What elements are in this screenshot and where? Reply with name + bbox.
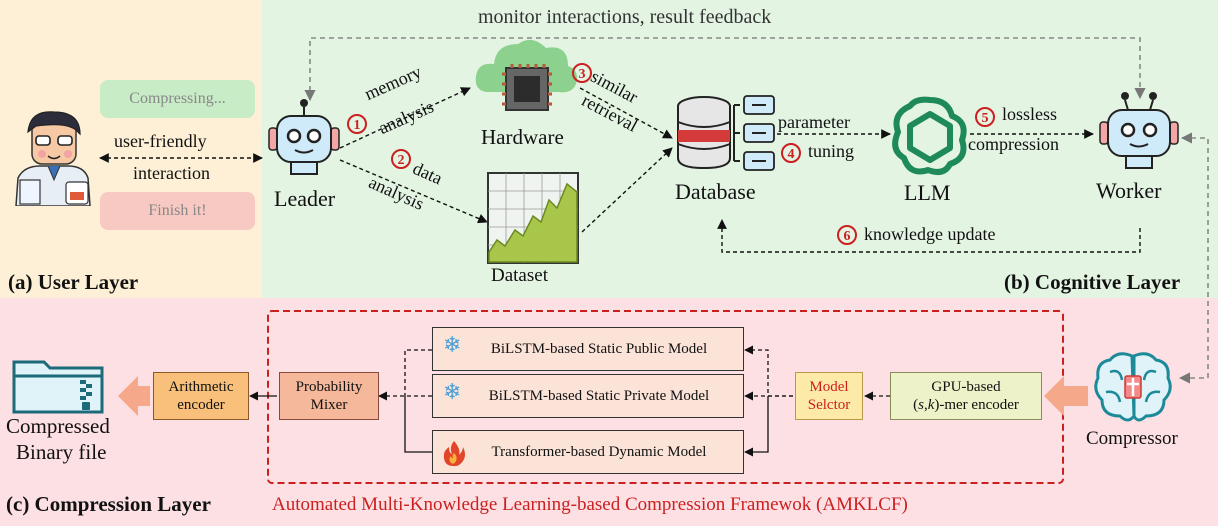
leader-to-hardware-arrow xyxy=(339,87,471,149)
dataset-to-database-arrow xyxy=(581,147,673,233)
user-person-icon xyxy=(15,111,91,206)
llm-label: LLM xyxy=(904,180,951,205)
compressor-brain-icon xyxy=(1094,352,1172,422)
compressor-label: Compressor xyxy=(1086,428,1178,449)
step3-badge: 3 xyxy=(572,63,592,83)
gpu-kmer-encoder: GPU-based (s,k)-mer encoder xyxy=(890,372,1042,420)
leader-to-dataset-arrow xyxy=(339,159,488,224)
mixer-text-2: Mixer xyxy=(310,397,348,413)
cognitive-layer-title: (b) Cognitive Layer xyxy=(1004,270,1181,294)
database-label: Database xyxy=(675,179,756,204)
leader-robot-icon xyxy=(268,99,340,175)
step2-num: 2 xyxy=(398,153,405,168)
public-to-mixer-arrow xyxy=(404,349,432,396)
model-selector: Model Selctor xyxy=(795,372,863,420)
probability-mixer: Probability Mixer xyxy=(279,372,379,420)
worker-label: Worker xyxy=(1096,178,1162,203)
step5-badge: 5 xyxy=(975,107,995,127)
model-public-text: BiLSTM-based Static Public Model xyxy=(490,341,708,357)
mixer-text-1: Probability xyxy=(295,379,363,395)
step4-badge: 4 xyxy=(781,143,801,163)
selector-text-1: Model xyxy=(809,379,849,395)
output-label-1: Compressed xyxy=(6,414,110,438)
snowflake-icon: ❄ xyxy=(443,379,462,404)
bubble-compressing: Compressing... xyxy=(100,80,255,118)
dynamic-to-mixer-arrow xyxy=(404,396,432,453)
model-dynamic-text: Transformer-based Dynamic Model xyxy=(491,444,707,460)
model-static-private: ❄ BiLSTM-based Static Private Model xyxy=(432,374,744,418)
step4-num: 4 xyxy=(788,147,795,162)
step5-text-2: compression xyxy=(968,134,1059,154)
dataset-label: Dataset xyxy=(491,265,548,286)
bubble-finish-text: Finish it! xyxy=(148,202,207,219)
step5-text-1: lossless xyxy=(1002,104,1058,124)
arith-to-file-arrow xyxy=(118,376,150,416)
selector-to-dynamic-arrow xyxy=(744,396,769,457)
model-static-public: ❄ BiLSTM-based Static Public Model xyxy=(432,327,744,371)
feedback-label: monitor interactions, result feedback xyxy=(478,6,772,28)
model-private-text: BiLSTM-based Static Private Model xyxy=(488,388,710,404)
llm-icon xyxy=(892,96,967,175)
encoder-text-1: GPU-based xyxy=(931,379,1001,395)
step2-badge: 2 xyxy=(391,149,411,169)
bubble-finish: Finish it! xyxy=(100,192,255,230)
step6-badge: 6 xyxy=(837,225,857,245)
arith-text-1: Arithmetic xyxy=(168,379,234,395)
feedback-arrow xyxy=(304,37,1146,102)
interaction-label-2: interaction xyxy=(133,163,210,183)
step4-text-1: parameter xyxy=(778,112,850,132)
bubble-compressing-text: Compressing... xyxy=(129,90,226,107)
arith-text-2: encoder xyxy=(177,397,225,413)
encoder-text-2: (s,k)-mer encoder xyxy=(913,397,1019,413)
step6-num: 6 xyxy=(844,229,851,244)
hardware-label: Hardware xyxy=(481,125,564,149)
hardware-chip-icon xyxy=(475,39,577,111)
framework-name: Automated Multi-Knowledge Learning-based… xyxy=(272,494,908,515)
binary-file-icon xyxy=(12,360,104,414)
selector-to-public-arrow xyxy=(744,345,793,397)
model-dynamic: Transformer-based Dynamic Model xyxy=(432,430,744,474)
hardware-to-database-arrow xyxy=(579,87,673,139)
step1-num: 1 xyxy=(354,118,361,133)
worker-compressor-arrow xyxy=(1178,132,1209,384)
snowflake-icon: ❄ xyxy=(443,332,462,357)
worker-robot-icon xyxy=(1099,92,1179,169)
step5-num: 5 xyxy=(982,111,989,126)
database-icon xyxy=(677,95,775,171)
interaction-label-1: user-friendly xyxy=(114,131,207,151)
step1-badge: 1 xyxy=(347,114,367,134)
cognitive-layer-panel xyxy=(262,0,1218,298)
step4-text-2: tuning xyxy=(808,141,855,161)
compressor-to-encoder-arrow xyxy=(1044,376,1088,416)
flame-icon xyxy=(441,439,467,472)
knowledge-update-arrow xyxy=(717,219,1141,253)
step6-text: knowledge update xyxy=(864,224,996,244)
selector-text-2: Selctor xyxy=(807,397,851,413)
leader-label: Leader xyxy=(274,186,336,211)
output-label-2: Binary file xyxy=(16,440,107,464)
step3-num: 3 xyxy=(579,67,586,82)
arithmetic-encoder: Arithmetic encoder xyxy=(153,372,249,420)
user-layer-title: (a) User Layer xyxy=(8,270,139,294)
dataset-chart-icon xyxy=(487,172,579,264)
compression-layer-title: (c) Compression Layer xyxy=(6,492,211,516)
